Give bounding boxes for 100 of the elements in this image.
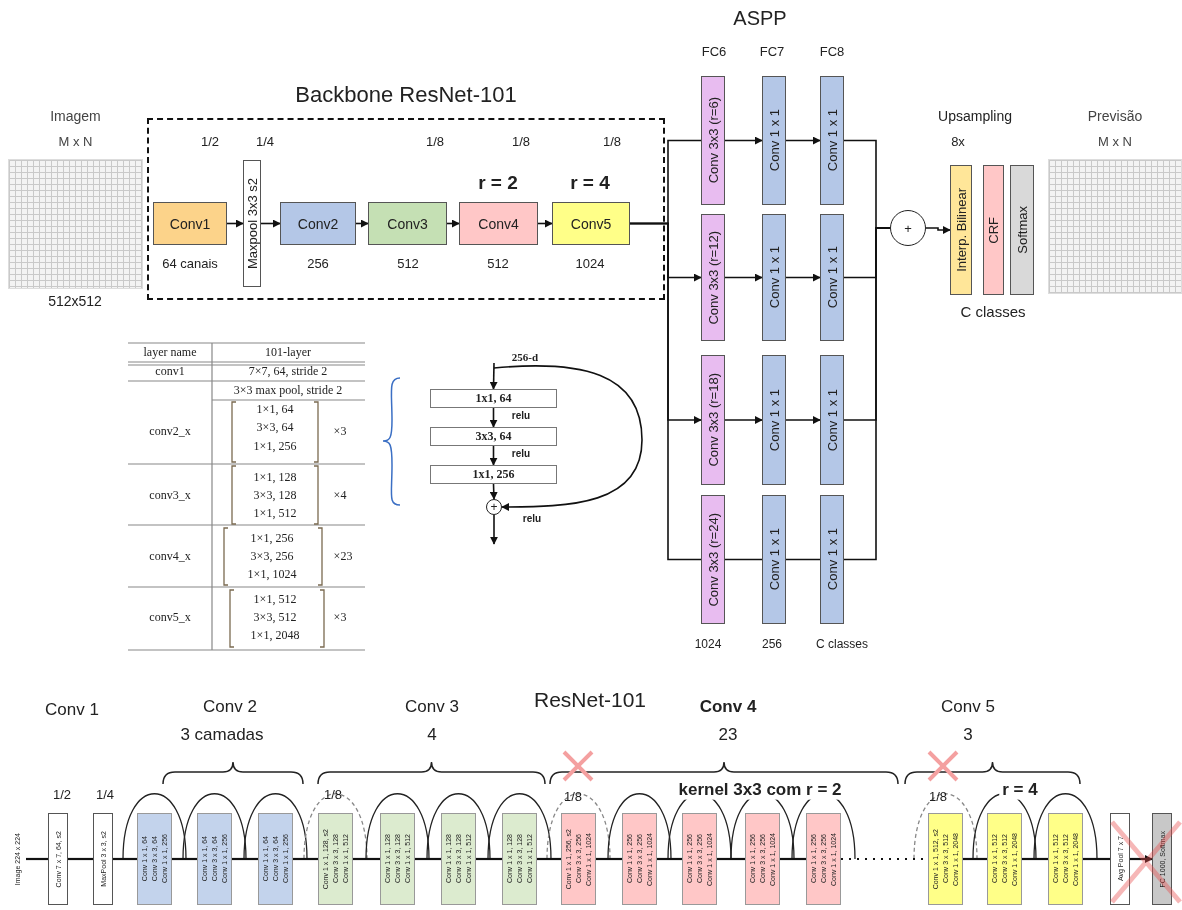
- table-cell: 1×1, 512: [253, 593, 297, 607]
- layer-label: Maxpool 3x3 s2: [245, 177, 259, 270]
- connector-arrow: [226, 219, 244, 228]
- layer-box: [762, 495, 786, 624]
- table-cell: 1×1, 256: [250, 532, 294, 546]
- layer-box: [93, 813, 113, 905]
- layer-label: Conv 3x3 (r=12): [706, 230, 720, 325]
- plus-sign: +: [904, 221, 912, 235]
- dilation-label: r = 4: [999, 780, 1041, 800]
- connector-arrow: [260, 219, 281, 228]
- stage-header: 3: [963, 725, 973, 745]
- layer-box: [820, 214, 844, 341]
- connector-line: [353, 857, 380, 861]
- layer-box: [430, 389, 557, 408]
- layer-annotation: 64 canais: [162, 256, 218, 272]
- layer-annotation: r = 2: [478, 172, 518, 194]
- layer-annotation: 512: [397, 256, 419, 272]
- layer-box: [243, 160, 261, 287]
- connector-arrow: [489, 445, 498, 466]
- layer-label: Conv 1 x 1: [767, 109, 781, 172]
- layer-box: [552, 202, 630, 245]
- table-cell: ×4: [333, 489, 347, 503]
- stage-header: 4: [427, 725, 437, 745]
- table-cell: conv3_x: [149, 489, 191, 503]
- connector-arrow: [489, 483, 498, 500]
- residual-block-box: [441, 813, 476, 905]
- channel-count: 1024: [694, 638, 722, 652]
- layer-label: Conv 1 x 1: [767, 528, 781, 591]
- layer-box: [762, 355, 786, 485]
- table-cell: 1×1, 1024: [247, 568, 297, 582]
- image-caption: M x N: [1098, 134, 1132, 150]
- connector-line: [785, 558, 821, 561]
- stage-header: Conv 1: [45, 700, 99, 720]
- residual-block-box: [137, 813, 172, 905]
- layer-box: [48, 813, 68, 905]
- layer-label: 3x3, 64: [475, 429, 512, 444]
- residual-block-box: [258, 813, 293, 905]
- table-cell: 7×7, 64, stride 2: [248, 365, 328, 379]
- table-cell: 1×1, 512: [253, 507, 297, 521]
- activation-label: relu: [511, 447, 531, 459]
- table-cell: ×23: [333, 550, 353, 564]
- connector-arrow: [785, 416, 821, 424]
- image-caption: Imagem: [50, 109, 101, 125]
- plus-sign: +: [490, 501, 498, 513]
- connector-line: [26, 857, 48, 861]
- layer-label: Conv 1 x 1: [767, 388, 781, 452]
- layer-label: Conv 1 x 1: [767, 246, 781, 309]
- sum-circle: [890, 210, 926, 246]
- stride-label: 1/4: [95, 787, 115, 803]
- section-title: ASPP: [733, 7, 787, 29]
- activation-label: relu: [522, 512, 542, 524]
- connector-arrow: [724, 136, 763, 145]
- connector-line: [629, 222, 702, 561]
- connector-line: [717, 857, 745, 861]
- table-cell: 1×1, 128: [253, 471, 297, 485]
- layer-box: [280, 202, 356, 245]
- dimension-label: 256-d: [511, 350, 539, 364]
- layer-label: Conv 1 x 1: [825, 528, 839, 591]
- connector-line: [476, 857, 502, 861]
- layer-box: [820, 495, 844, 624]
- connector-arrow: [537, 219, 553, 228]
- layer-box: [701, 76, 725, 205]
- layer-annotation: 1024: [575, 256, 605, 272]
- layer-label: Conv 3x3 (r=24): [706, 512, 720, 607]
- layer-annotation: 512: [487, 256, 509, 272]
- stage-header: Conv 2: [203, 697, 257, 717]
- connector-arrow: [493, 365, 643, 511]
- column-header: FC6: [701, 44, 727, 60]
- residual-block-box: [745, 813, 780, 905]
- channel-count: C classes: [816, 638, 868, 652]
- layer-box: [1152, 813, 1172, 905]
- layer-label: 1x1, 64: [475, 391, 512, 406]
- connector-line: [68, 857, 93, 861]
- table-cell: ×3: [333, 611, 347, 625]
- connector-line: [293, 857, 318, 861]
- residual-block-box: [1048, 813, 1083, 905]
- residual-block-box: [928, 813, 963, 905]
- residual-block-box: [561, 813, 596, 905]
- connector-arrow: [489, 407, 498, 428]
- table-cell: 3×3, 512: [253, 611, 297, 625]
- column-header: FC8: [819, 44, 845, 60]
- layer-box: [701, 214, 725, 341]
- residual-block-box: [502, 813, 537, 905]
- connector-line: [1022, 857, 1048, 861]
- layer-annotation: Upsampling: [938, 109, 1012, 125]
- connector-line: [415, 857, 441, 861]
- layer-box: [153, 202, 227, 245]
- stride-label: 1/2: [200, 134, 220, 150]
- connector-line: [963, 857, 987, 861]
- layer-annotation: 512x512: [48, 294, 102, 310]
- connector-arrow: [724, 416, 763, 424]
- residual-block-box: [806, 813, 841, 905]
- layer-box: [701, 495, 725, 624]
- layer-box: [430, 427, 557, 446]
- layer-label: Softmax: [1015, 206, 1029, 254]
- connector-line: [596, 857, 622, 861]
- layer-annotation: r = 4: [570, 172, 610, 194]
- stage-header: Conv 5: [941, 697, 995, 717]
- connector-arrow: [925, 226, 951, 234]
- stride-label: 1/8: [928, 789, 948, 805]
